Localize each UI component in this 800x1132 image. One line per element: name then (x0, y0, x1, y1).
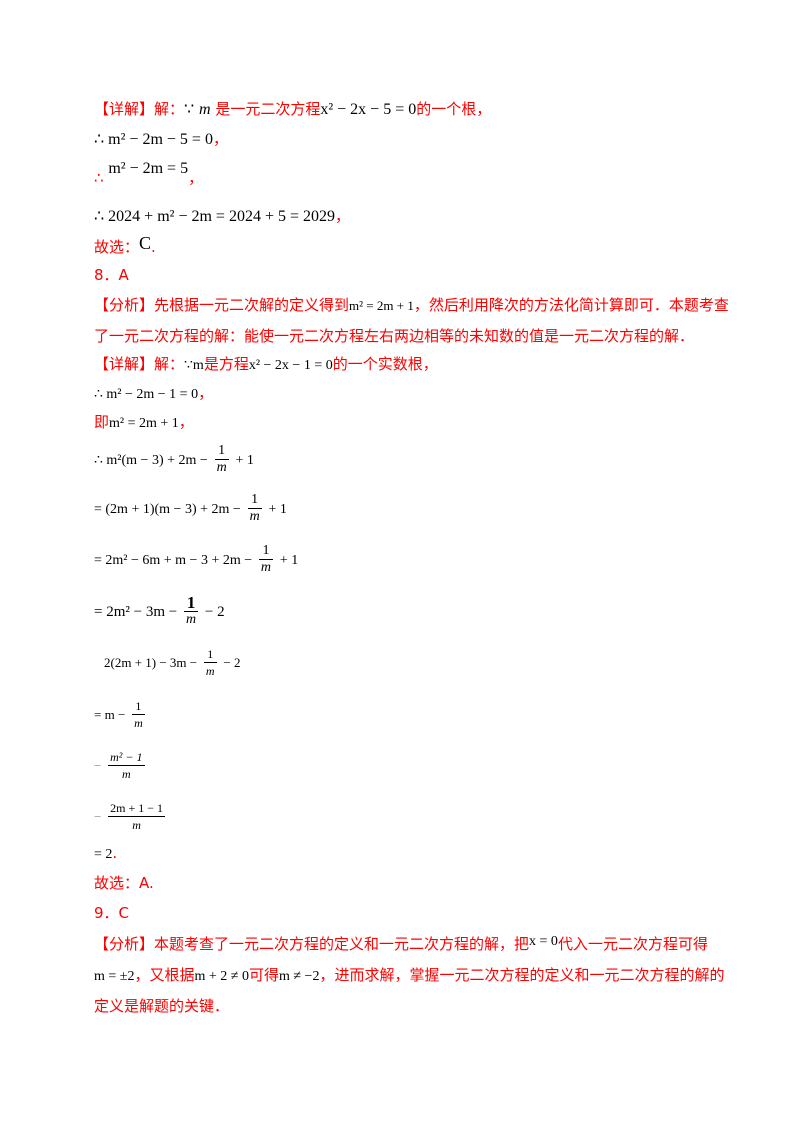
q8-step-line: ∴ m² − 2m − 1 = 0， (94, 384, 214, 402)
q7-detail-line: 【详解】解：∵ m 是一元二次方程x² − 2x − 5 = 0的一个根， (94, 100, 492, 118)
q8-analysis-line: 【分析】先根据一元二次解的定义得到m² = 2m + 1，然后利用降次的方法化简… (94, 296, 729, 314)
q7-step-line: ∴ m² − 2m − 5 = 0， (94, 130, 228, 148)
equation: ∴ 2024 + m² − 2m = 2024 + 5 = 2029 (94, 208, 335, 225)
equation: m² − 2m = 5 (108, 160, 189, 177)
q7-step-line: ∴ m² − 2m = 5， (94, 160, 204, 187)
detail-label: 【详解】解： (94, 100, 185, 118)
q9-number: 9．C (94, 904, 130, 922)
q8-step-line: = 2. (94, 844, 118, 862)
q9-analysis-line: m = ±2，又根据m + 2 ≠ 0可得m ≠ −2，进而求解，掌握一元二次方… (94, 966, 725, 984)
analysis-label: 【分析】 (94, 935, 155, 953)
q8-detail-line: 【详解】解：∵m是方程x² − 2x − 1 = 0的一个实数根， (94, 355, 438, 373)
equation: x² − 2x − 5 = 0 (320, 101, 417, 118)
q8-answer-line: 故选：A. (94, 874, 154, 892)
q8-step-line: 即m² = 2m + 1， (94, 413, 194, 431)
q7-answer-line: 故选：C. (94, 233, 156, 256)
q8-number: 8．A (94, 266, 129, 284)
q8-analysis-line: 了一元二次方程的解：能使一元二次方程左右两边相等的未知数的值是一元二次方程的解． (94, 327, 695, 345)
q7-step-line: ∴ 2024 + m² − 2m = 2024 + 5 = 2029， (94, 207, 350, 225)
detail-label: 【详解】解： (94, 355, 185, 373)
analysis-label: 【分析】 (94, 296, 155, 314)
q9-analysis-line: 【分析】本题考查了一元二次方程的定义和一元二次方程的解，把x = 0代入一元二次… (94, 934, 708, 953)
equation: ∴ m² − 2m − 5 = 0 (94, 131, 213, 148)
q9-analysis-line: 定义是解题的关键． (94, 997, 230, 1015)
